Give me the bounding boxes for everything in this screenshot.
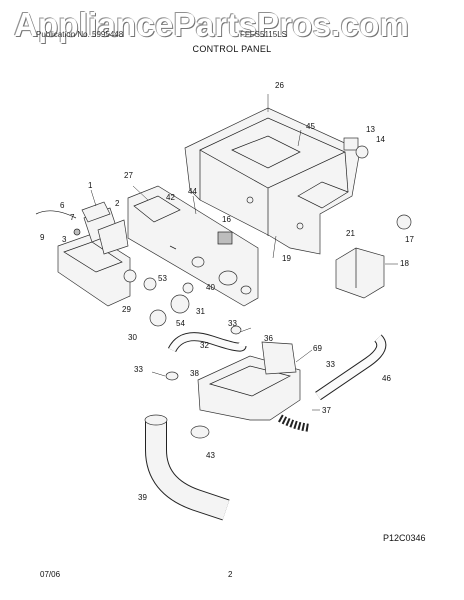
control-board <box>335 247 385 299</box>
footer-date: 07/06 <box>40 570 61 579</box>
part-label: 37 <box>322 406 331 415</box>
part-label: 53 <box>158 274 167 283</box>
part-label: 38 <box>190 369 199 378</box>
part-label: 42 <box>166 193 175 202</box>
part-label: 31 <box>196 307 205 316</box>
control-panel-fascia <box>127 185 259 307</box>
figure-code: P12C0346 <box>383 533 426 543</box>
gasket-43 <box>190 425 210 439</box>
page-title: CONTROL PANEL <box>192 44 272 54</box>
part-label: 40 <box>206 283 215 292</box>
watermark: AppliancePartsPros.com <box>14 6 410 43</box>
leader-lines <box>90 94 398 411</box>
part-label: 2 <box>115 199 120 208</box>
part-label: 14 <box>376 135 385 144</box>
part-14 <box>355 145 369 159</box>
part-label: 16 <box>222 215 231 224</box>
part-label: 33 <box>326 360 335 369</box>
part-label: 33 <box>134 365 143 374</box>
elbow-hose-39 <box>144 414 230 521</box>
part-label: 17 <box>405 235 414 244</box>
part-label: 54 <box>176 319 185 328</box>
part-label: 6 <box>60 201 65 210</box>
part-label: 44 <box>188 187 197 196</box>
part-label: 69 <box>313 344 322 353</box>
model-number: FFFS5115LS <box>240 30 287 39</box>
part-label: 9 <box>40 233 45 242</box>
part-label: 1 <box>88 181 93 190</box>
small-hardware-parts <box>35 201 194 327</box>
part-label: 19 <box>282 254 291 263</box>
part-label: 45 <box>306 122 315 131</box>
part-number-labels: 26 45 13 14 1 27 44 42 2 6 7 16 9 3 21 1… <box>40 81 414 502</box>
clamp-33 <box>165 371 179 381</box>
part-label: 29 <box>122 305 131 314</box>
dispenser-drawer <box>57 207 131 307</box>
part-label: 3 <box>62 235 67 244</box>
dispenser-housing <box>197 341 301 421</box>
part-label: 21 <box>346 229 355 238</box>
part-13 <box>343 137 359 151</box>
part-label: 30 <box>128 333 137 342</box>
hose-37 <box>278 414 311 432</box>
part-label: 46 <box>382 374 391 383</box>
part-label: 33 <box>228 319 237 328</box>
part-label: 27 <box>124 171 133 180</box>
cabinet-top-frame <box>184 107 361 255</box>
part-label: 7 <box>70 213 75 222</box>
part-label: 39 <box>138 493 147 502</box>
part-label: 13 <box>366 125 375 134</box>
part-17 <box>396 214 412 230</box>
part-label: 36 <box>264 334 273 343</box>
part-label: 32 <box>200 341 209 350</box>
switch-part <box>217 231 233 245</box>
clamp-33-top <box>230 325 242 335</box>
page-number: 2 <box>228 570 233 579</box>
part-label: 43 <box>206 451 215 460</box>
publication-number: Publication No. 5995448 <box>36 30 124 39</box>
part-label: 26 <box>275 81 284 90</box>
part-label: 18 <box>400 259 409 268</box>
